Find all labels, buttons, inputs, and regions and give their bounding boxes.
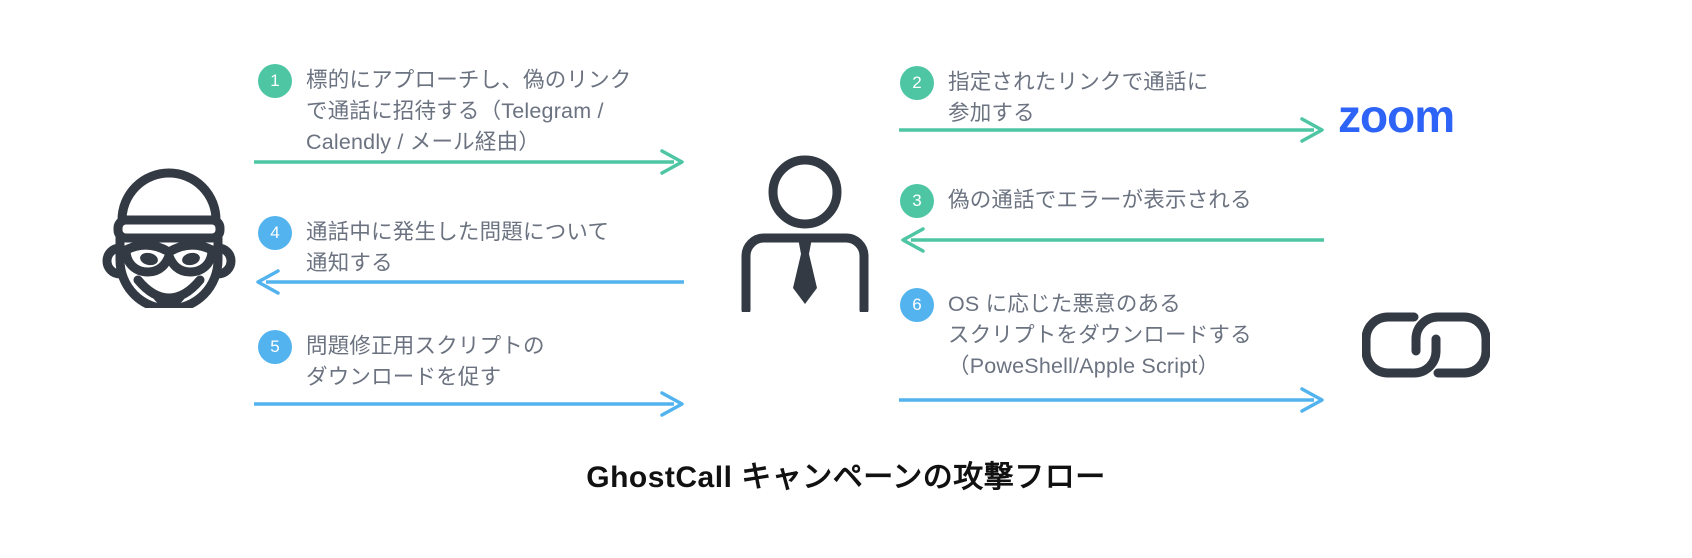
step-4: 4 通話中に発生した問題について 通知する [258,216,678,279]
step-3-label: 偽の通話でエラーが表示される [948,188,1252,212]
step-5: 5 問題修正用スクリプトの ダウンロードを促す [258,330,678,393]
zoom-logo: zoom [1338,90,1513,142]
arrow-step-1 [254,149,684,175]
malicious-link-chain-icon [1361,305,1491,385]
arrow-step-5 [254,391,684,417]
arrow-step-4 [256,269,684,295]
victim-businessperson-icon [732,152,878,315]
step-3-badge: 3 [900,184,934,218]
businessperson-icon [741,155,869,315]
step-6-badge: 6 [900,288,934,322]
chain-link-icon [1361,312,1491,378]
diagram-title: GhostCall キャンペーンの攻撃フロー [586,461,1106,494]
step-1-label: 標的にアプローチし、偽のリンク で通話に招待する（Telegram / Cale… [306,68,632,154]
arrow-step-6 [899,387,1324,413]
zoom-logo-text: zoom [1338,90,1454,142]
step-4-label: 通話中に発生した問題について 通知する [306,220,610,275]
step-1: 1 標的にアプローチし、偽のリンク で通話に招待する（Telegram / Ca… [258,64,678,158]
step-2: 2 指定されたリンクで通話に 参加する [900,66,1330,129]
step-6: 6 OS に応じた悪意のある スクリプトをダウンロードする （PoweShell… [900,288,1350,382]
step-2-label: 指定されたリンクで通話に 参加する [948,70,1209,125]
arrow-step-3 [901,227,1324,253]
step-3: 3 偽の通話でエラーが表示される [900,184,1330,218]
step-5-label: 問題修正用スクリプトの ダウンロードを促す [306,334,545,389]
step-1-badge: 1 [258,64,292,98]
hacker-face-icon [102,168,236,314]
attacker-hacker-icon [96,158,242,314]
step-2-badge: 2 [900,66,934,100]
step-5-badge: 5 [258,330,292,364]
zoom-wordmark-icon: zoom [1338,90,1455,142]
step-4-badge: 4 [258,216,292,250]
step-6-label: OS に応じた悪意のある スクリプトをダウンロードする （PoweShell/A… [948,292,1252,378]
arrow-step-2 [899,117,1324,143]
